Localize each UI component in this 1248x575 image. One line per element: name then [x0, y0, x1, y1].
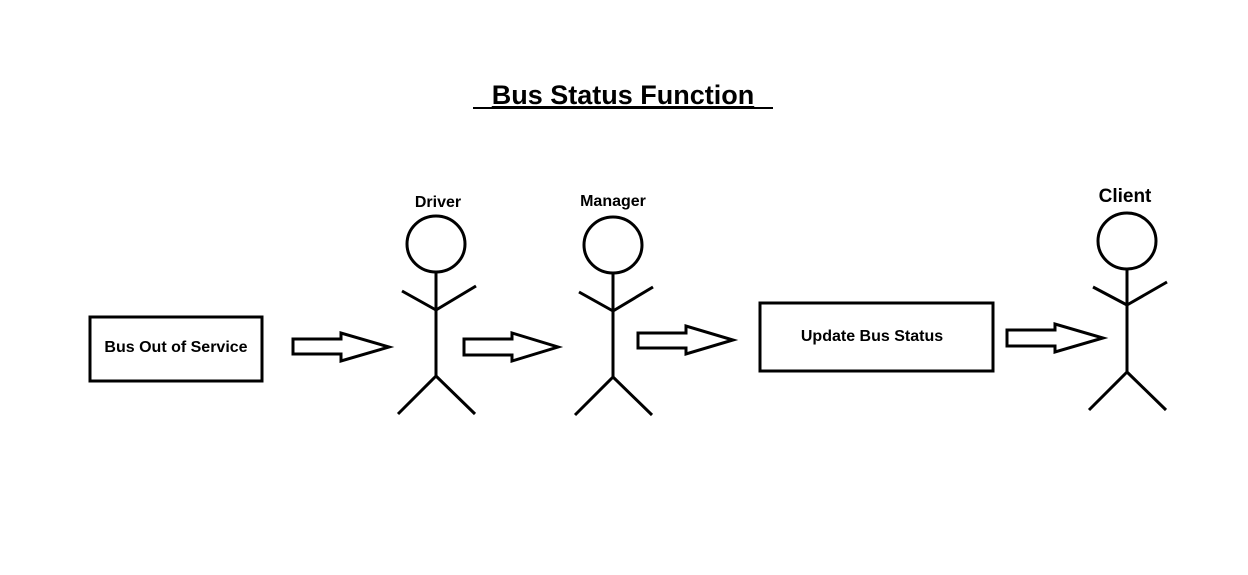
client-label: Client — [1099, 186, 1152, 207]
out-of-service-box: Bus Out of Service — [88, 315, 264, 383]
manager-label: Manager — [580, 193, 646, 210]
update-status-label: Update Bus Status — [801, 328, 943, 345]
manager-actor: Manager — [573, 193, 654, 417]
manager-stick-figure — [573, 215, 654, 417]
update-status-box: Update Bus Status — [758, 301, 995, 373]
client-stick-figure — [1087, 211, 1168, 412]
flow-arrow-2 — [462, 330, 564, 364]
client-actor: Client — [1087, 186, 1168, 412]
driver-label: Driver — [415, 194, 461, 211]
out-of-service-box-frame — [88, 315, 264, 383]
out-of-service-label: Bus Out of Service — [104, 339, 247, 356]
driver-stick-figure — [396, 214, 477, 416]
diagram-title: Bus Status Function — [492, 80, 755, 110]
driver-actor: Driver — [396, 194, 477, 416]
flow-arrow-1 — [291, 331, 395, 363]
flow-arrow-4 — [1005, 322, 1109, 354]
flow-arrow-3 — [636, 323, 739, 357]
update-status-box-frame — [758, 301, 995, 373]
